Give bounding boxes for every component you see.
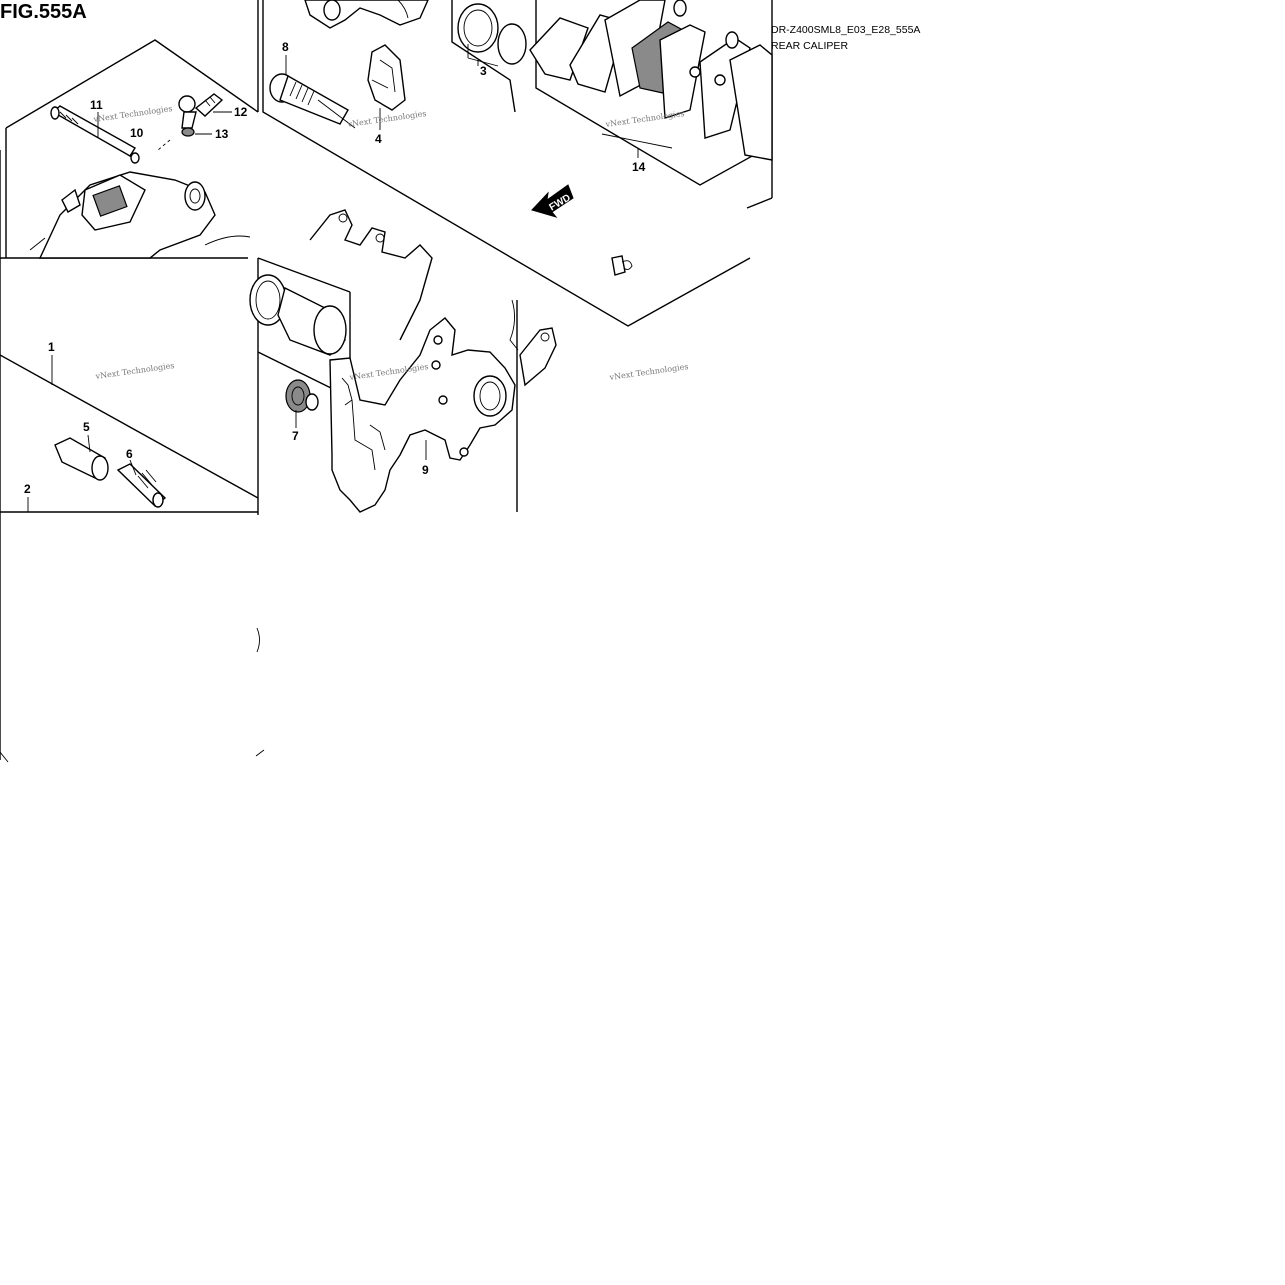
- callout-14: 14: [632, 160, 646, 174]
- callout-10: 10: [130, 126, 144, 140]
- callout-8: 8: [282, 40, 289, 54]
- caliper-top-part: [304, 0, 429, 29]
- model-code: DR-Z400SML8_E03_E28_555A: [771, 24, 920, 36]
- callout-2: 2: [24, 482, 31, 496]
- watermark-text: vNext Technologies: [92, 104, 173, 124]
- callout-6: 6: [126, 447, 133, 461]
- pad-spring: [367, 44, 406, 111]
- caliper-body: [29, 171, 251, 259]
- callout-3: 3: [480, 64, 487, 78]
- watermark-text: vNext Technologies: [94, 361, 175, 381]
- watermarks: vNext Technologies vNext Technologies vN…: [92, 104, 689, 382]
- pin-bolt-set: [54, 437, 167, 508]
- figure-title: FIG.555A: [0, 1, 87, 23]
- brake-pad-set: [529, 0, 773, 186]
- leader-lines: [27, 55, 673, 512]
- slide-pin: [269, 73, 349, 125]
- piston-seal-set: [451, 0, 527, 113]
- watermark-text: vNext Technologies: [604, 109, 685, 129]
- callout-13: 13: [215, 127, 229, 141]
- callout-12: 12: [234, 105, 248, 119]
- fwd-arrow-icon: FWD: [531, 184, 574, 218]
- washer: [130, 152, 140, 164]
- callout-11: 11: [90, 98, 103, 112]
- callout-9: 9: [422, 463, 429, 477]
- piston-box: [249, 257, 351, 391]
- callout-5: 5: [83, 420, 90, 434]
- callout-labels: 1 2 3 4 5 6 7 8 9 10 11 12 13 14: [24, 40, 646, 496]
- fwd-label: FWD: [547, 193, 572, 214]
- bracket-upper: [309, 209, 433, 341]
- watermark-text: vNext Technologies: [346, 109, 427, 129]
- union-bolt: [157, 93, 224, 151]
- retaining-clip: [611, 255, 633, 276]
- callout-1: 1: [48, 340, 55, 354]
- boot: [285, 379, 319, 413]
- diagram-caption: REAR CALIPER: [771, 40, 848, 52]
- callout-4: 4: [375, 132, 382, 146]
- callout-7: 7: [292, 429, 299, 443]
- watermark-text: vNext Technologies: [608, 362, 689, 382]
- bleeder-bolt: [50, 105, 136, 157]
- caliper-bracket: [329, 299, 557, 513]
